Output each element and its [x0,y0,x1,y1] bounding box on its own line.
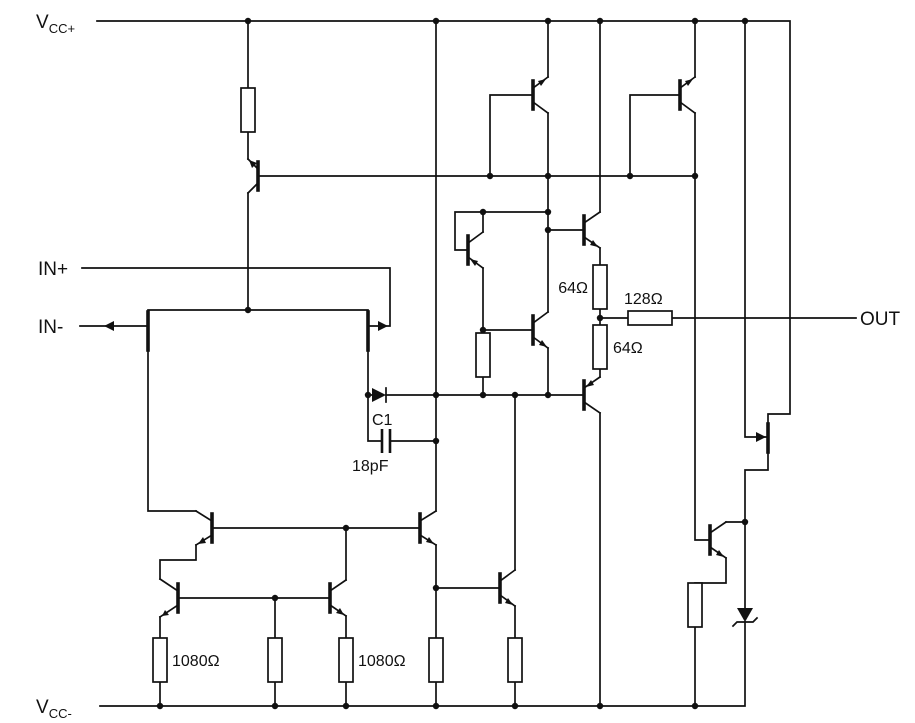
resistor-1080-mid-label: 1080Ω [358,653,406,670]
in-minus-label: IN- [38,317,63,338]
darlington-transistor-upper [466,230,485,270]
resistor-mirror-base [267,637,283,683]
emitter-arrow [249,160,257,168]
emitter-arrow [198,537,206,544]
protection-transistor [708,520,728,560]
zener-diode [731,608,759,628]
c1-value-label: 18pF [352,458,389,475]
capacitor-c1: C1 18pF [352,412,393,475]
resistor-1080-left-label: 1080Ω [172,653,220,670]
resistor-64-top-label: 64Ω [558,280,588,297]
top-mirror-transistor-left [531,75,550,115]
bias-transistor-bottom-right [498,568,517,608]
output-transistor-pnp [582,375,602,415]
resistor-protection [687,582,703,628]
emitter-arrow [539,340,547,347]
resistor-128: 128Ω [624,291,673,326]
mirror-transistor-bottom-right [328,578,348,618]
gate-arrow [756,432,766,442]
resistor-center-column [428,637,444,683]
gate-arrow [378,321,388,331]
vcc-plus-label: VCC+ [36,12,75,36]
c1-name-label: C1 [372,412,393,429]
in-plus-label: IN+ [38,259,68,280]
input-jfet-right [366,310,388,352]
resistor-64-top: 64Ω [558,264,608,310]
mirror-transistor-bottom-left [158,577,180,619]
output-transistor-npn [582,210,602,250]
resistor-tail-source [240,87,256,133]
darlington-transistor-lower [531,310,550,350]
resistor-1080-mid: 1080Ω [338,637,406,683]
resistor-1080-left: 1080Ω [152,637,220,683]
gate-arrow [104,321,114,331]
resistor-stage2-base [475,332,491,378]
emitter-arrow [470,259,478,266]
top-mirror-transistor-right [678,75,697,115]
input-jfet-left [104,310,150,352]
resistor-128-label: 128Ω [624,291,663,308]
emitter-arrow [505,598,513,605]
vcc-minus-label: VCC- [36,697,72,721]
emitter-arrow [716,550,724,557]
cascode-transistor-center [418,509,438,547]
current-source-transistor [246,157,260,195]
cascode-transistor-left [194,509,214,547]
resistor-64-bottom: 64Ω [592,324,643,370]
junction-dots [156,17,749,710]
current-source-jfet [756,422,770,454]
out-label: OUT [860,309,901,330]
emitter-arrow [586,380,594,387]
resistor-64-bottom-label: 64Ω [613,340,643,357]
emitter-arrow [538,79,546,86]
emitter-arrow [426,537,434,544]
emitter-arrow [336,608,344,615]
diode [372,387,387,403]
emitter-arrow [590,240,598,247]
emitter-arrow [162,610,169,616]
wire-network [79,20,857,707]
resistor-bias-right [507,637,523,683]
emitter-arrow [685,79,693,86]
